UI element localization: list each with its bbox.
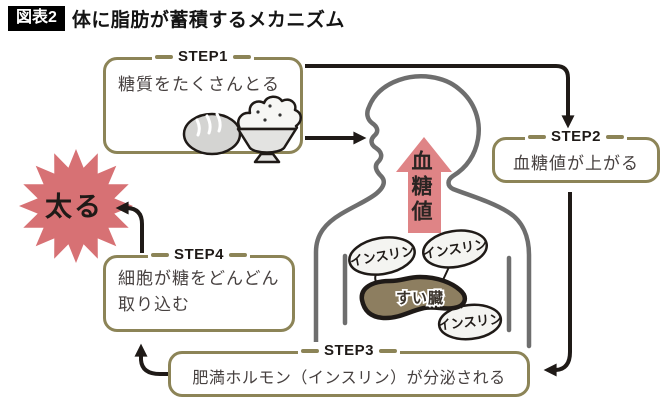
figure-number-badge: 図表2 [8, 5, 65, 32]
step2-label-text: STEP2 [550, 128, 602, 145]
label-bar [233, 54, 252, 59]
pancreas-shape [359, 274, 468, 321]
step2-text: 血糖値が上がる [513, 154, 639, 173]
step4-label-text: STEP4 [173, 246, 225, 263]
label-bar [379, 348, 398, 353]
step1-box: STEP1 糖質をたくさんとる [103, 48, 303, 154]
figure-title: 体に脂肪が蓄積するメカニズム [71, 10, 345, 31]
insulin-bubble-2: インスリン [422, 229, 488, 269]
label-bar [154, 54, 173, 59]
figure-title-bar: 図表2 体に脂肪が蓄積するメカニズム [8, 5, 345, 32]
label-bar [150, 252, 169, 257]
label-bar [229, 252, 248, 257]
step4-box: STEP4 細胞が糖をどんどん 取り込む [103, 246, 295, 332]
step1-text: 糖質をたくさんとる [118, 75, 280, 94]
label-bar [300, 348, 319, 353]
step2-box: STEP2 血糖値が上がる [492, 128, 660, 183]
step3-label-text: STEP3 [323, 342, 375, 359]
step4-text-line2: 取り込む [118, 294, 190, 314]
label-bar [527, 134, 546, 139]
step4-label: STEP4 [147, 246, 251, 263]
step3-box: STEP3 肥満ホルモン（インスリン）が分泌される [168, 342, 530, 397]
step3-label: STEP3 [297, 342, 401, 359]
blood-sugar-up-arrow [396, 137, 452, 233]
pancreas-label: すい臓 [396, 289, 444, 307]
step4-text-line1: 細胞が糖をどんどん [118, 269, 280, 288]
step3-text: 肥満ホルモン（インスリン）が分泌される [192, 370, 506, 387]
label-bar [606, 134, 625, 139]
blood-sugar-label: 血糖値 [409, 150, 432, 225]
step1-label-text: STEP1 [177, 48, 229, 65]
insulin-bubble-3: インスリン [437, 303, 503, 341]
step2-label: STEP2 [524, 128, 628, 145]
insulin-label-3: インスリン [437, 311, 503, 333]
step1-label: STEP1 [151, 48, 255, 65]
insulin-bubble-1: インスリン [348, 236, 416, 276]
